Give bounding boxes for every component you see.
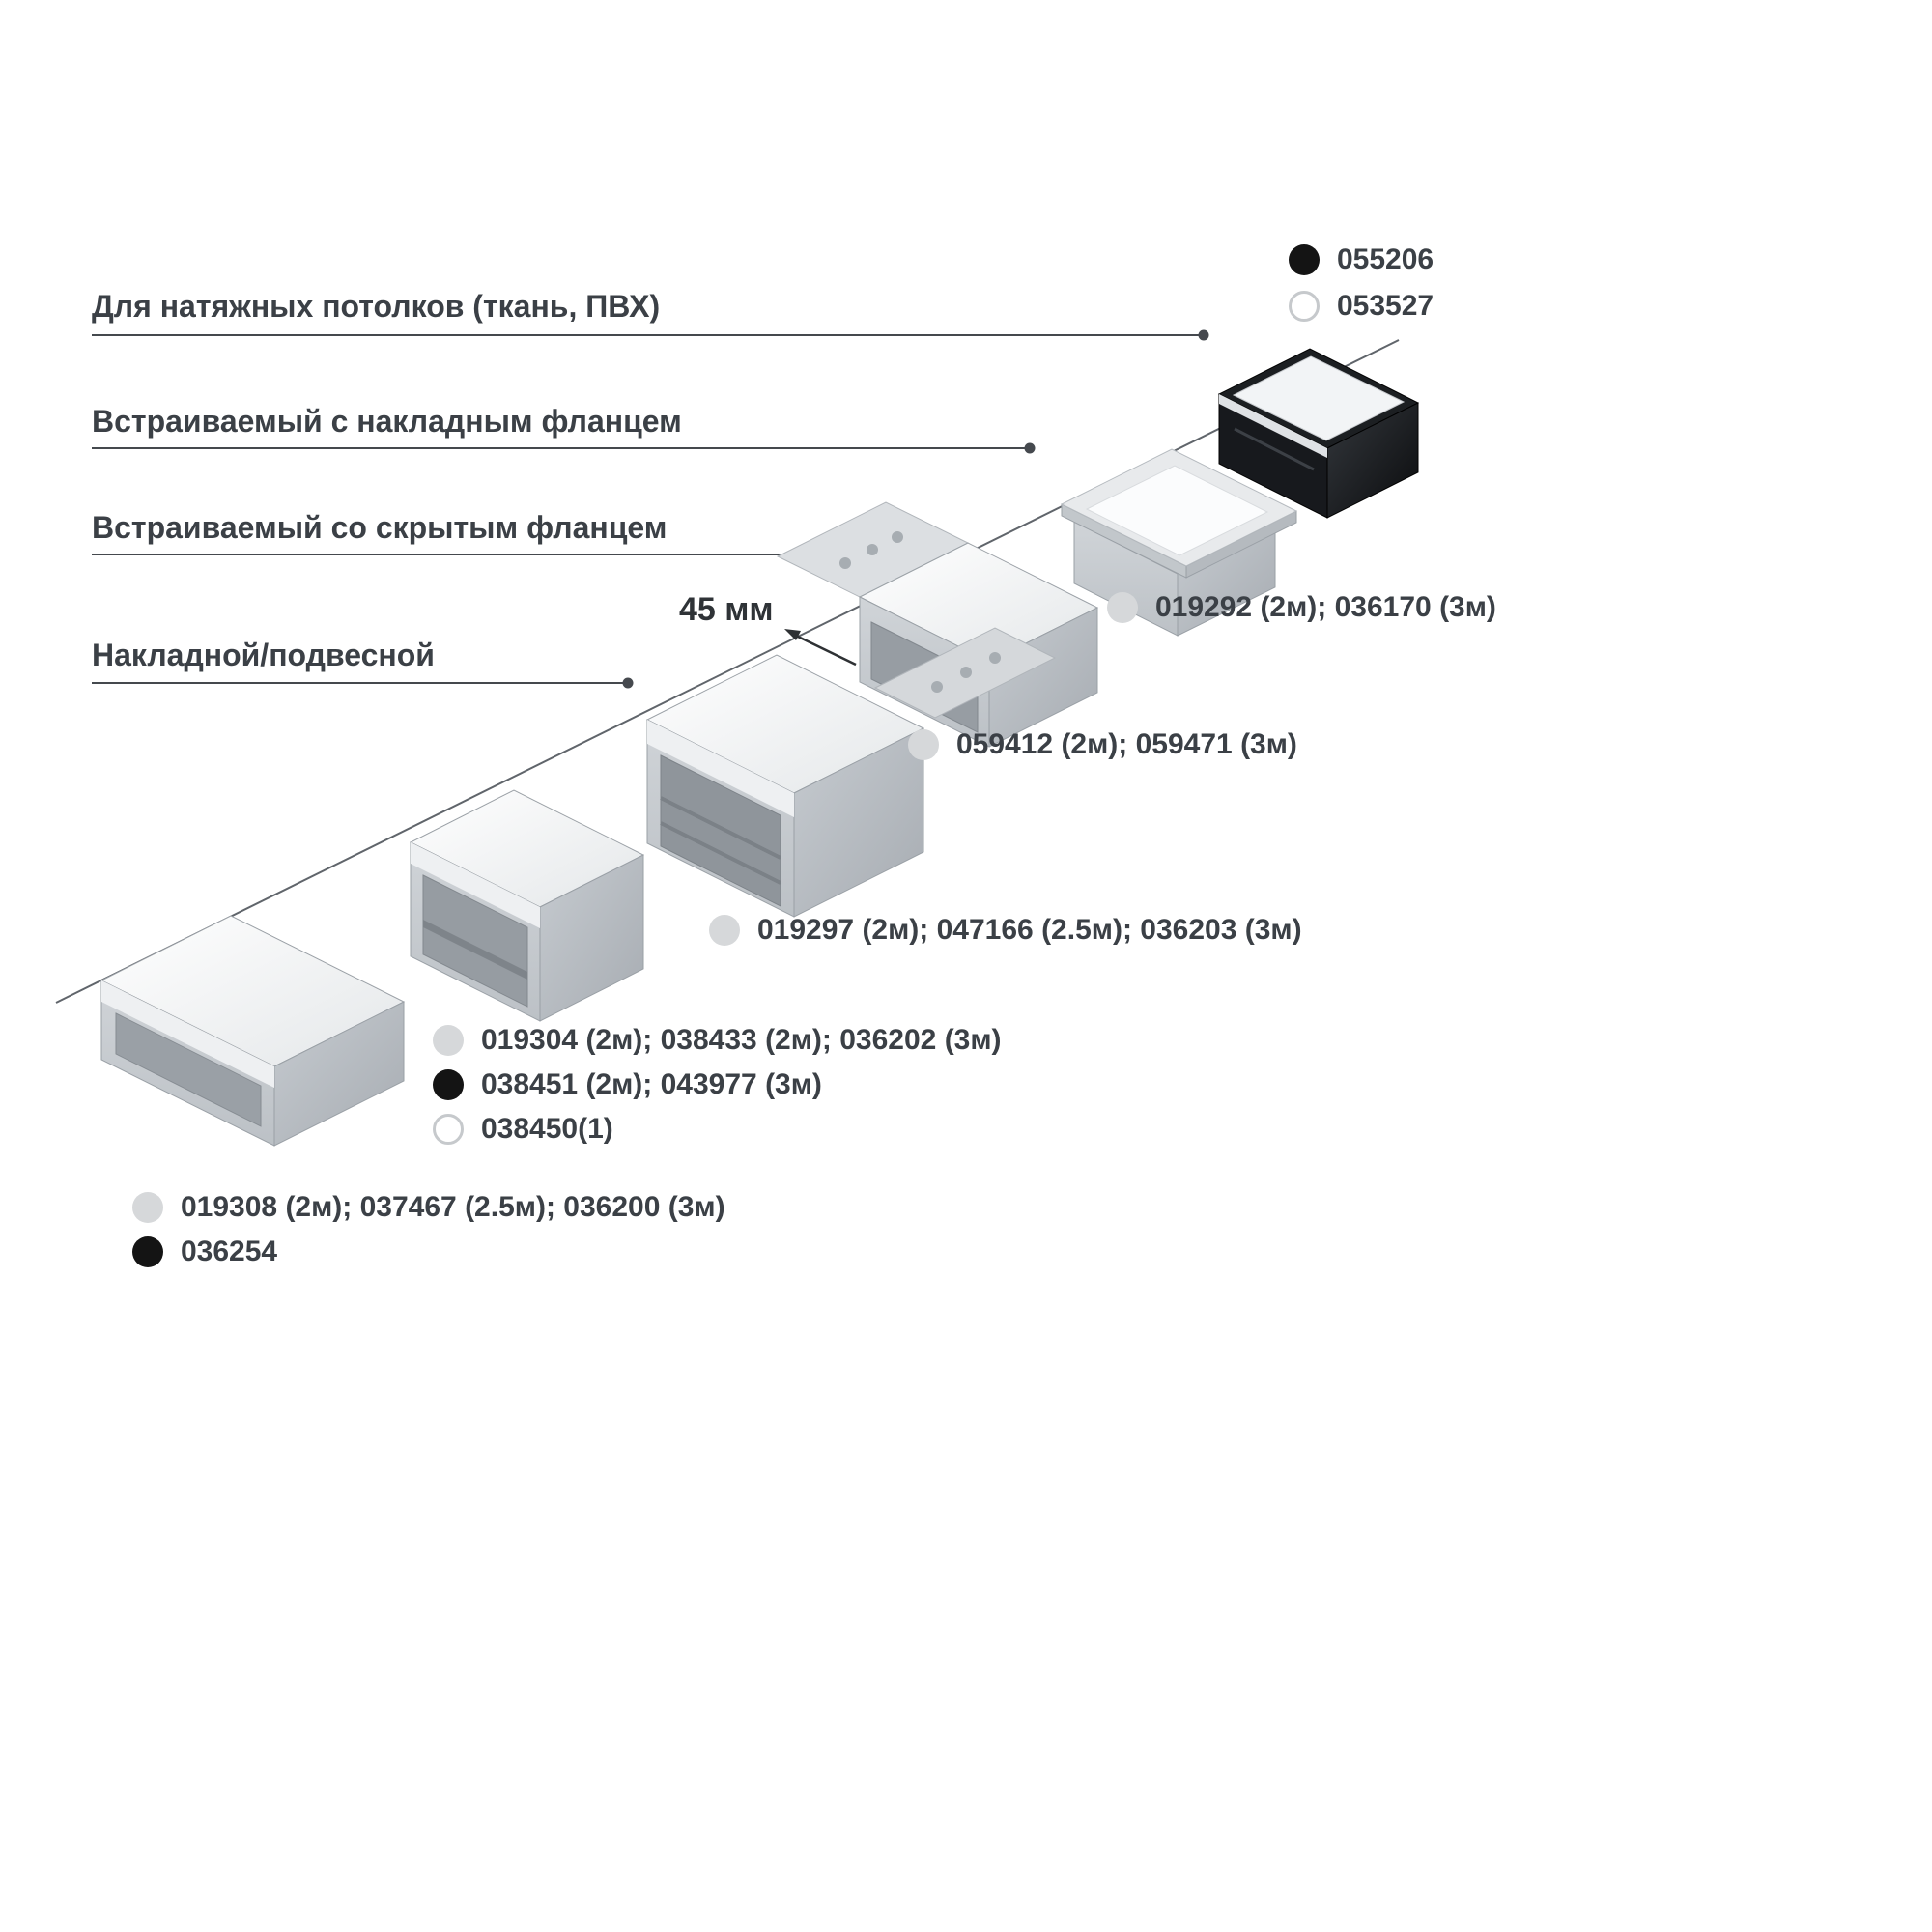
profile-recessed-surface-flange [1060,448,1298,637]
profile4-side-face [988,607,1098,748]
connector-dot-icon [1198,329,1209,341]
legend-item: 053527 [1289,290,1434,323]
gray-dot-icon [132,1192,163,1223]
dimension-arrow-line [795,634,857,667]
profile3-side-face [793,727,924,918]
profile-recessed-hidden-flange [776,501,1099,748]
profile6-side-face [1326,402,1419,519]
profile6-lens-edge [1219,394,1327,458]
profile2-cavity [422,874,528,1008]
legend-code: 053527 [1337,290,1435,322]
annotation-code: 019292 (2м); 036170 (3м) [1155,591,1496,623]
black-dot-icon [132,1236,163,1267]
profile2-shelf [423,920,527,980]
category-label-surface-mounted: Накладной/подвесной [92,638,435,672]
profile-stretch-ceiling-black [1217,348,1420,519]
dimension-label: 45 мм [679,591,774,628]
annotation-row: 059412 (2м); 059471 (3м) [908,728,1297,761]
annotation-row: 038451 (2м); 043977 (3м) [433,1068,822,1101]
annotation-code: 038450(1) [481,1113,613,1145]
legend-item: 055206 [1289,243,1434,276]
profile1-side-face [273,1001,405,1147]
annotation-code: 036254 [181,1236,278,1267]
category-label-surface-flange: Встраиваемый с накладным фланцем [92,404,682,439]
annotation-row: 019304 (2м); 038433 (2м); 036202 (3м) [433,1024,1002,1057]
flange-hole [931,681,943,693]
category-connectors [92,329,1209,689]
profile1-lens-edge [101,980,274,1088]
profile3-rib [660,821,781,885]
black-dot-icon [433,1069,464,1100]
annotation-row: 038450(1) [433,1113,613,1146]
annotation-code: 038451 (2м); 043977 (3м) [481,1068,822,1100]
annotation-row: 019297 (2м); 047166 (2.5м); 036203 (3м) [709,914,1302,947]
flange-hole [839,557,851,569]
profile2-side-face [539,854,644,1022]
dimension-arrowhead-icon [784,629,801,640]
connector-dot-icon [1024,442,1036,454]
flange-hole [989,652,1001,664]
profile2-lens-edge [411,842,540,928]
category-label-stretch-ceiling: Для натяжных потолков (ткань, ПВХ) [92,289,661,324]
gray-dot-icon [709,915,740,946]
white-dot-icon [433,1114,464,1145]
profile-surface-low [99,915,406,1147]
profile6-lens [1232,355,1406,441]
flange-hole [960,667,972,678]
flange-hole [892,531,903,543]
gray-dot-icon [433,1025,464,1056]
connector-dot-icon [622,677,634,689]
annotation-code: 019308 (2м); 037467 (2.5м); 036200 (3м) [181,1191,725,1223]
category-label-hidden-flange: Встраиваемый со скрытым фланцем [92,510,668,545]
dimension-arrow [784,629,857,667]
profile1-cavity [115,1012,262,1127]
profile6-channel [1234,427,1315,471]
annotation-row: 036254 [132,1236,277,1268]
black-dot-icon [1289,244,1320,275]
profile5-lens [1085,465,1269,556]
annotation-code: 019297 (2м); 047166 (2.5м); 036203 (3м) [757,914,1302,946]
annotation-row: 019308 (2м); 037467 (2.5м); 036200 (3м) [132,1191,725,1224]
annotation-code: 019304 (2м); 038433 (2м); 036202 (3м) [481,1024,1002,1056]
white-dot-icon [1289,291,1320,322]
profile3-lens-edge [647,720,794,817]
profile-surface-square-medium [409,789,645,1022]
profile3-rib [660,796,781,860]
gray-dot-icon [908,729,939,760]
annotation-row: 019292 (2м); 036170 (3м) [1107,591,1496,624]
annotation-code: 059412 (2м); 059471 (3м) [956,728,1297,760]
gray-dot-icon [1107,592,1138,623]
flange-hole [867,544,878,555]
profile-surface-square-large [645,654,925,918]
legend-code: 055206 [1337,243,1435,275]
